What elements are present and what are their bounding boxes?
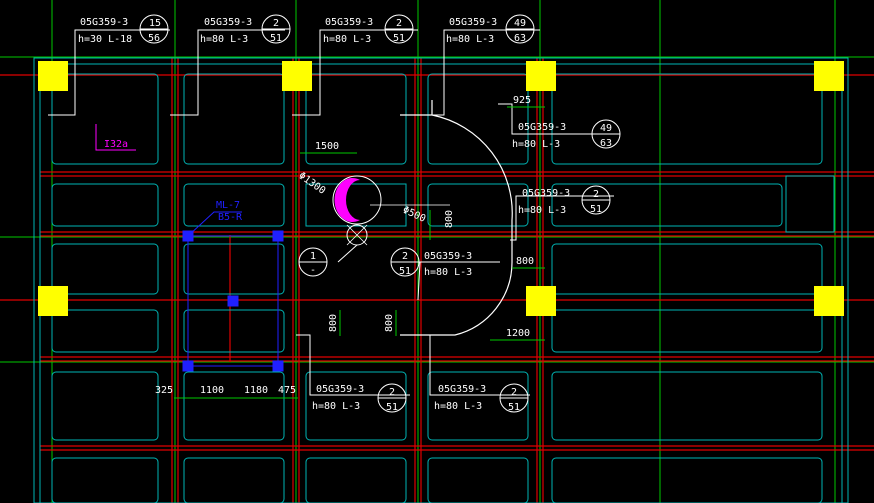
column xyxy=(814,61,844,91)
callout-den: 51 xyxy=(386,402,398,413)
callout-num: 2 xyxy=(593,189,599,200)
column xyxy=(526,61,556,91)
callout-den: 51 xyxy=(270,33,282,44)
callout-code: 05G359-3 xyxy=(80,17,128,28)
callout-code: 05G359-3 xyxy=(522,188,570,199)
callout-spec: h=80 L-3 xyxy=(312,401,360,412)
callout-den: 51 xyxy=(399,266,411,277)
dim-475: 475 xyxy=(278,385,296,396)
callout-num: 2 xyxy=(389,387,395,398)
dim-800-b: 800 xyxy=(516,256,534,267)
dim-800-a: 800 xyxy=(444,210,455,228)
curved-opening xyxy=(400,100,513,336)
callout-texts: 05G359-3 h=30 L-18 15 56 05G359-3 h=80 L… xyxy=(78,17,612,413)
column xyxy=(526,286,556,316)
dimension-lines xyxy=(174,106,545,399)
beam-outlines xyxy=(33,57,849,503)
blue-tag-bottom: B5-R xyxy=(218,212,243,223)
dim-325: 325 xyxy=(155,385,173,396)
callout-num: 49 xyxy=(514,18,526,29)
callout-code: 05G359-3 xyxy=(449,17,497,28)
callout-leaders xyxy=(48,29,620,396)
magenta-tag: I32a xyxy=(104,139,128,150)
column xyxy=(814,286,844,316)
callout-code: 05G359-3 xyxy=(316,384,364,395)
dim-1500: 1500 xyxy=(315,141,339,152)
callout-code: 05G359-3 xyxy=(204,17,252,28)
callout-num: 2 xyxy=(396,18,402,29)
callout-den: 51 xyxy=(590,204,602,215)
callout-spec: h=30 L-18 xyxy=(78,34,132,45)
dim-925: 925 xyxy=(513,95,531,106)
callout-den: 63 xyxy=(600,138,612,149)
callout-den: 56 xyxy=(148,33,160,44)
dim-1180: 1180 xyxy=(244,385,268,396)
circular-opening xyxy=(332,175,450,246)
detail-num: 1 xyxy=(310,251,316,262)
callout-num: 15 xyxy=(149,18,161,29)
blue-marker xyxy=(227,295,239,307)
callout-code: 05G359-3 xyxy=(518,122,566,133)
callout-den: 63 xyxy=(514,33,526,44)
callout-spec: h=80 L-3 xyxy=(434,401,482,412)
tag-labels: I32a ML-7 B5-R xyxy=(95,124,243,237)
callout-den: 51 xyxy=(393,33,405,44)
callout-spec: h=80 L-3 xyxy=(323,34,371,45)
callout-num: 2 xyxy=(402,251,408,262)
callout-code: 05G359-3 xyxy=(325,17,373,28)
dim-1100: 1100 xyxy=(200,385,224,396)
callout-code: 05G359-3 xyxy=(438,384,486,395)
callout-spec: h=80 L-3 xyxy=(446,34,494,45)
callout-code: 05G359-3 xyxy=(424,251,472,262)
column xyxy=(38,286,68,316)
column xyxy=(282,61,312,91)
column xyxy=(38,61,68,91)
callout-spec: h=80 L-3 xyxy=(518,205,566,216)
dimension-texts: 925 1500 Φ1300 Φ500 800 800 1200 800 800… xyxy=(155,95,534,396)
columns xyxy=(38,61,844,316)
detail-den: - xyxy=(310,265,316,276)
callout-num: 2 xyxy=(273,18,279,29)
dim-800-d: 800 xyxy=(384,314,395,332)
callout-num: 49 xyxy=(600,123,612,134)
callout-spec: h=80 L-3 xyxy=(200,34,248,45)
dim-800-c: 800 xyxy=(328,314,339,332)
axis-lines xyxy=(0,58,874,503)
callout-spec: h=80 L-3 xyxy=(424,267,472,278)
callout-bubbles xyxy=(139,14,621,413)
callout-den: 51 xyxy=(508,402,520,413)
blue-markers xyxy=(182,230,284,372)
callout-spec: h=80 L-3 xyxy=(512,139,560,150)
callout-num: 2 xyxy=(511,387,517,398)
dim-1200: 1200 xyxy=(506,328,530,339)
blue-tag-top: ML-7 xyxy=(216,200,240,211)
